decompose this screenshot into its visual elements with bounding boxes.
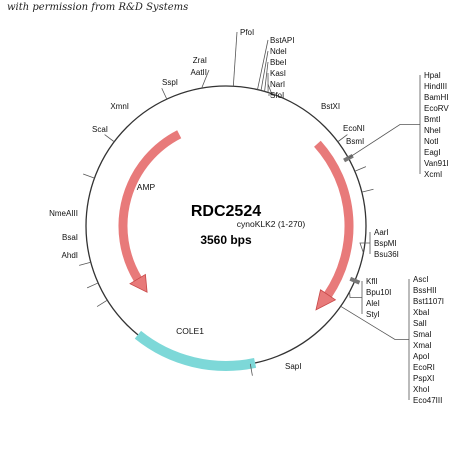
site-sfoi: SfoI bbox=[270, 91, 284, 100]
site-sali: SalI bbox=[413, 319, 427, 328]
site-apoi: ApoI bbox=[413, 352, 429, 361]
site-bsai-tick bbox=[86, 282, 99, 289]
site-kasi: KasI bbox=[270, 69, 286, 78]
pfoi-leader bbox=[232, 31, 238, 87]
site-bbei-leader bbox=[264, 61, 269, 92]
site-xmni-tick bbox=[104, 134, 115, 143]
site-sspi: SspI bbox=[162, 78, 178, 87]
site-econi-tick bbox=[354, 166, 367, 172]
site-sapi: SapI bbox=[285, 362, 301, 371]
site-bspmi: BspMI bbox=[374, 239, 397, 248]
site-nari-leader bbox=[267, 83, 272, 94]
kfli-group-leader bbox=[349, 291, 362, 298]
site-bstxi: BstXI bbox=[321, 102, 340, 111]
site-smai: SmaI bbox=[413, 330, 432, 339]
site-scai-tick bbox=[83, 173, 95, 179]
site-bamhi: BamHI bbox=[424, 93, 448, 102]
site-hpai: HpaI bbox=[424, 71, 441, 80]
site-van91i: Van91I bbox=[424, 159, 449, 168]
site-eco47iii: Eco47III bbox=[413, 396, 442, 405]
site-ahdi: AhdI bbox=[62, 251, 78, 260]
insert-arrow-head bbox=[315, 289, 337, 311]
site-kfli: KflI bbox=[366, 277, 378, 286]
insert-label: cynoKLK2 (1-270) bbox=[237, 219, 306, 229]
site-econi: EcoNI bbox=[343, 124, 365, 133]
site-xbai: XbaI bbox=[413, 308, 429, 317]
site-hindiii: HindIII bbox=[424, 82, 447, 91]
site-xmni: XmnI bbox=[110, 102, 129, 111]
site-bstxi-tick bbox=[337, 134, 348, 143]
plasmid-name: RDC2524 bbox=[191, 203, 261, 220]
site-bst1107i: Bst1107I bbox=[413, 297, 444, 306]
site-bpu10i: Bpu10I bbox=[366, 288, 391, 297]
site-ecorv: EcoRV bbox=[424, 104, 449, 113]
site-bsmi-tick bbox=[361, 188, 374, 193]
plasmid-size: 3560 bps bbox=[200, 233, 252, 247]
site-pspxi: PspXI bbox=[413, 374, 434, 383]
site-sapi-tick bbox=[249, 363, 253, 376]
site-asci: AscI bbox=[413, 275, 429, 284]
site-xhoi: XhoI bbox=[413, 385, 429, 394]
site-styi: StyI bbox=[366, 310, 380, 319]
cole1-bar bbox=[134, 330, 257, 371]
site-xcmi: XcmI bbox=[424, 170, 442, 179]
site-bmti: BmtI bbox=[424, 115, 440, 124]
site-noti: NotI bbox=[424, 137, 439, 146]
site-ahdi-tick bbox=[96, 299, 108, 307]
aari-group-leader bbox=[359, 242, 370, 253]
site-nmeaiii-tick bbox=[79, 261, 91, 266]
site-bsmi: BsmI bbox=[346, 137, 364, 146]
mcs2-leader bbox=[340, 305, 409, 340]
site-ndei: NdeI bbox=[270, 47, 287, 56]
site-bstapi: BstAPI bbox=[270, 36, 294, 45]
insert-arrow-body bbox=[314, 140, 354, 298]
site-xmai: XmaI bbox=[413, 341, 432, 350]
amp-label: AMP bbox=[137, 182, 156, 192]
site-alei: AleI bbox=[366, 299, 380, 308]
site-nari: NarI bbox=[270, 80, 285, 89]
site-bbei: BbeI bbox=[270, 58, 286, 67]
credit-note: with permission from R&D Systems bbox=[7, 2, 189, 13]
backbone-circle bbox=[85, 85, 367, 367]
zrai-leader bbox=[201, 69, 210, 89]
mcs-marker bbox=[349, 276, 361, 285]
site-bstapi-leader bbox=[257, 39, 269, 90]
amp-arrow-body bbox=[118, 130, 182, 282]
site-bsai: BsaI bbox=[62, 233, 78, 242]
site-zrai: ZraI bbox=[193, 56, 207, 65]
cole1-label: COLE1 bbox=[176, 326, 204, 336]
site-bsu36i: Bsu36I bbox=[374, 250, 399, 259]
site-nhei: NheI bbox=[424, 126, 441, 135]
site-pfoi: PfoI bbox=[240, 28, 254, 37]
site-eagi: EagI bbox=[424, 148, 440, 157]
site-bsshii: BssHII bbox=[413, 286, 437, 295]
mcs1-leader bbox=[348, 124, 420, 159]
amp-arrow-head bbox=[129, 273, 148, 293]
site-sspi-tick bbox=[161, 88, 168, 100]
site-ecori: EcoRI bbox=[413, 363, 435, 372]
site-scai: ScaI bbox=[92, 125, 108, 134]
site-nmeaiii: NmeAIII bbox=[49, 209, 78, 218]
site-ndei-leader bbox=[260, 50, 269, 91]
site-aatii: AatII bbox=[191, 68, 207, 77]
site-aari: AarI bbox=[374, 228, 389, 237]
